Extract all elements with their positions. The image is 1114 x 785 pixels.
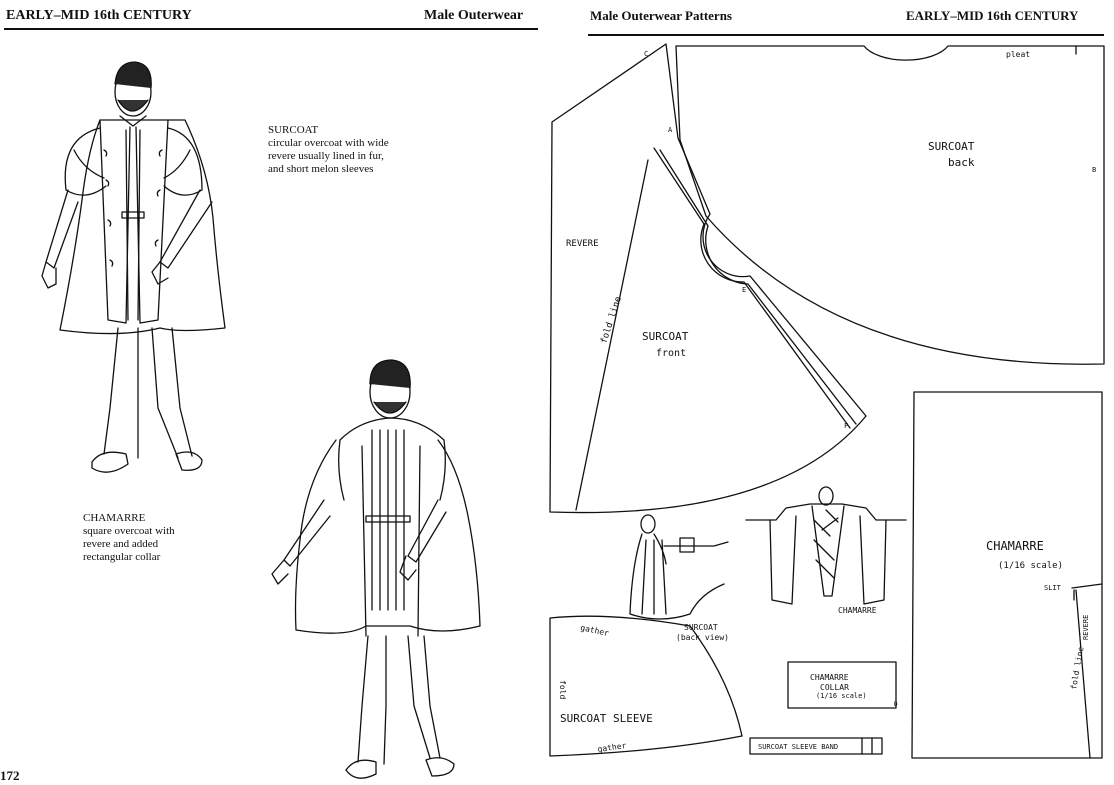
sleeve-band-pattern xyxy=(749,737,883,755)
label-collar-1: CHAMARRE xyxy=(810,673,849,682)
surcoat-caption: SURCOAT circular overcoat with wide reve… xyxy=(268,124,389,176)
label-letter-c: C xyxy=(644,50,648,58)
running-head-left: EARLY–MID 16th CENTURY xyxy=(6,8,192,23)
label-sleeve: SURCOAT SLEEVE xyxy=(560,712,653,725)
header-rule-left xyxy=(4,28,538,30)
chamarre-figure-illustration xyxy=(271,359,481,779)
surcoat-back-pattern xyxy=(675,45,1105,365)
section-title-left: Male Outerwear xyxy=(424,8,524,23)
surcoat-caption-title: SURCOAT xyxy=(268,124,319,136)
label-back-view: SURCOAT xyxy=(684,623,718,632)
page-number: 172 xyxy=(0,768,20,783)
label-gather-top: gather xyxy=(580,623,610,638)
surcoat-back-view-sketch xyxy=(629,514,729,620)
label-back-view-sub: (back view) xyxy=(676,633,729,642)
label-chamarre: CHAMARRE xyxy=(986,539,1044,553)
label-slit: SLIT xyxy=(1044,584,1062,592)
chamarre-collar-pattern xyxy=(787,661,897,709)
label-surcoat-back-sub: back xyxy=(948,156,975,169)
chamarre-caption: CHAMARRE square overcoat with revere and… xyxy=(83,512,175,564)
section-title-right: Male Outerwear Patterns xyxy=(590,8,732,23)
chamarre-caption-line: square overcoat with xyxy=(83,525,175,537)
label-chamarre-revere: REVERE xyxy=(1082,615,1090,640)
label-letter-e: E xyxy=(742,286,746,294)
chamarre-caption-title: CHAMARRE xyxy=(83,512,146,524)
surcoat-caption-line: circular overcoat with wide xyxy=(268,137,389,149)
label-surcoat-front-sub: front xyxy=(656,348,686,359)
label-gather-bottom: gather xyxy=(597,741,627,754)
label-letter-b: B xyxy=(1092,166,1096,174)
pattern-labels: SURCOAT back pleat REVERE fold line SURC… xyxy=(558,50,1096,754)
chamarre-small-sketch xyxy=(745,486,907,605)
surcoat-sleeve-pattern xyxy=(549,615,743,757)
label-letter-d: D xyxy=(894,701,898,708)
label-sleeve-fold: fold xyxy=(558,680,567,699)
label-chamarre-small: CHAMARRE xyxy=(838,606,877,615)
surcoat-caption-line: and short melon sleeves xyxy=(268,163,374,175)
surcoat-figure-illustration xyxy=(41,61,226,473)
label-sleeve-band: SURCOAT SLEEVE BAND xyxy=(758,743,838,751)
label-revere: REVERE xyxy=(566,239,599,249)
chamarre-caption-line: revere and added xyxy=(83,538,159,550)
label-surcoat-front: SURCOAT xyxy=(642,330,689,343)
label-letter-f: F xyxy=(844,422,848,430)
surcoat-caption-line: revere usually lined in fur, xyxy=(268,150,384,162)
surcoat-front-pattern xyxy=(549,43,867,514)
label-letter-a: A xyxy=(668,126,673,134)
chamarre-pattern xyxy=(911,391,1103,759)
label-collar-2: COLLAR xyxy=(820,683,849,692)
header-rule-right xyxy=(588,34,1104,36)
label-chamarre-scale: (1/16 scale) xyxy=(998,561,1063,571)
label-collar-3: (1/16 scale) xyxy=(816,692,867,700)
running-head-right: EARLY–MID 16th CENTURY xyxy=(906,8,1079,23)
label-surcoat-back: SURCOAT xyxy=(928,140,975,153)
label-pleat: pleat xyxy=(1006,50,1030,59)
chamarre-caption-line: rectangular collar xyxy=(83,551,161,563)
